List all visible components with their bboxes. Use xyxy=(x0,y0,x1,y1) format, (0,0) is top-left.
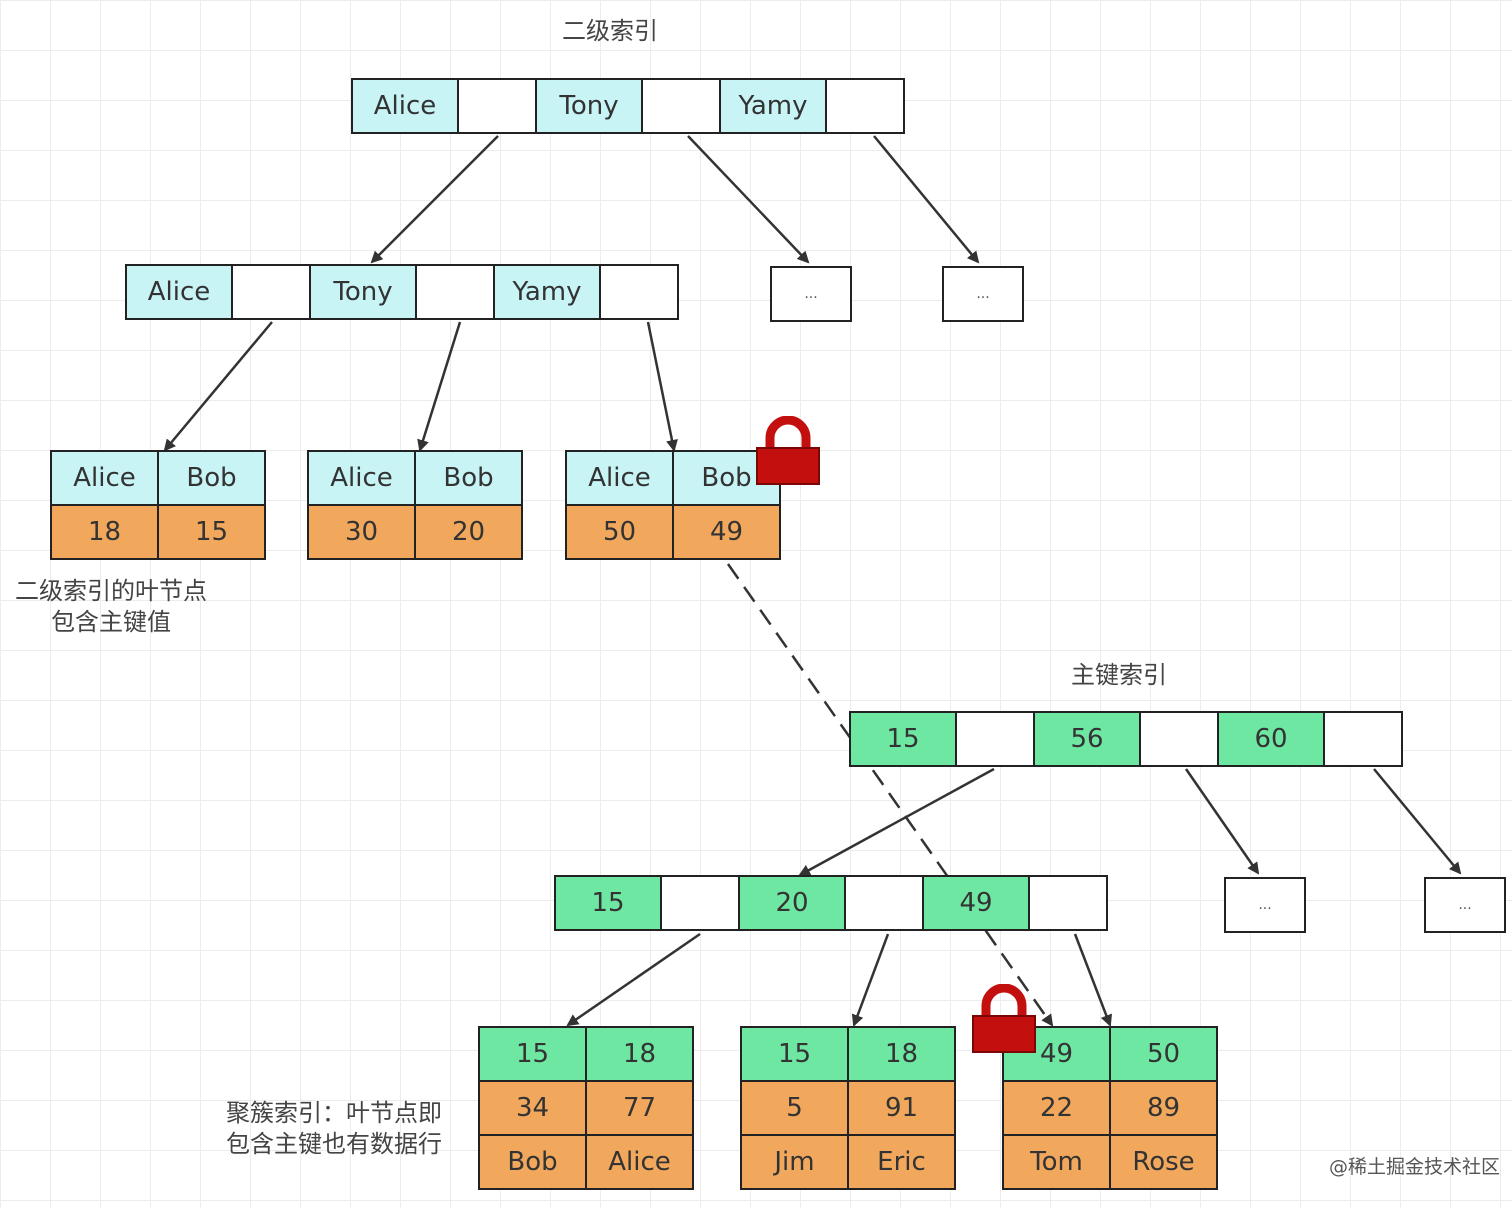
pri-l2-key-1: 15 xyxy=(554,875,662,931)
pri-leaf-key: 15 xyxy=(740,1026,849,1082)
sec-leaf-name: Alice xyxy=(565,450,674,506)
secondary-leaf-note: 二级索引的叶节点 包含主键值 xyxy=(6,576,216,638)
primary-note-line-1: 聚簇索引：叶节点即 xyxy=(226,1099,442,1127)
sec-leaf-1: Alice Bob 18 15 xyxy=(50,450,266,560)
arrow-pri-root-2 xyxy=(1184,768,1260,875)
secondary-level2-node: Alice Tony Yamy xyxy=(125,264,679,322)
sec-leaf-pk: 30 xyxy=(307,504,416,560)
pri-root-pointer xyxy=(955,711,1035,767)
sec-root-pointer xyxy=(641,78,721,134)
pri-leaf-name: Jim xyxy=(740,1134,849,1190)
secondary-note-line-1: 二级索引的叶节点 xyxy=(15,577,207,605)
pri-leaf-age: 5 xyxy=(740,1080,849,1136)
pri-root-key-1: 15 xyxy=(849,711,957,767)
pri-leaf-name: Alice xyxy=(585,1134,694,1190)
arrow-sec-l2-1 xyxy=(163,321,273,452)
pri-l2-pointer xyxy=(844,875,924,931)
primary-level2-node: 15 20 49 xyxy=(554,875,1108,933)
sec-leaf-name: Alice xyxy=(50,450,159,506)
sec-leaf-pk: 49 xyxy=(672,504,781,560)
arrow-sec-l2-3 xyxy=(646,321,678,452)
sec-leaf-name: Bob xyxy=(157,450,266,506)
arrow-lookup-dashed xyxy=(726,563,1054,1027)
sec-leaf-2: Alice Bob 30 20 xyxy=(307,450,523,560)
arrow-sec-root-3 xyxy=(873,135,980,264)
sec-l2-key-1: Alice xyxy=(125,264,233,320)
sec-leaf-pk: 50 xyxy=(565,504,674,560)
sec-leaf-name: Alice xyxy=(307,450,416,506)
secondary-root-node: Alice Tony Yamy xyxy=(351,78,905,136)
watermark: @稀土掘金技术社区 xyxy=(1328,1156,1500,1178)
pri-leaf-name: Eric xyxy=(847,1134,956,1190)
pri-leaf-age: 91 xyxy=(847,1080,956,1136)
pri-ellipsis-node-2: ... xyxy=(1424,877,1506,933)
sec-leaf-pk: 15 xyxy=(157,504,266,560)
sec-leaf-3: Alice Bob 50 49 xyxy=(565,450,781,560)
arrow-pri-l2-3 xyxy=(1073,933,1113,1027)
clustered-index-note: 聚簇索引：叶节点即 包含主键也有数据行 xyxy=(226,1098,466,1160)
sec-l2-key-2: Tony xyxy=(309,264,417,320)
arrow-sec-root-1 xyxy=(370,135,499,264)
pri-leaf-key: 18 xyxy=(585,1026,694,1082)
arrow-pri-l2-2 xyxy=(851,933,890,1027)
sec-ellipsis-node-1: ... xyxy=(770,266,852,322)
arrow-sec-root-2 xyxy=(687,135,810,264)
pri-leaf-name: Tom xyxy=(1002,1134,1111,1190)
sec-leaf-pk: 20 xyxy=(414,504,523,560)
pri-ellipsis-node-1: ... xyxy=(1224,877,1306,933)
pri-leaf-age: 89 xyxy=(1109,1080,1218,1136)
pri-root-pointer xyxy=(1139,711,1219,767)
arrow-sec-l2-2 xyxy=(417,321,462,452)
pri-leaf-age: 34 xyxy=(478,1080,587,1136)
pri-leaf-key: 18 xyxy=(847,1026,956,1082)
sec-root-key-1: Alice xyxy=(351,78,459,134)
sec-ellipsis-node-2: ... xyxy=(942,266,1024,322)
pri-root-key-2: 56 xyxy=(1033,711,1141,767)
sec-l2-pointer xyxy=(599,264,679,320)
pri-l2-key-3: 49 xyxy=(922,875,1030,931)
pri-leaf-key: 50 xyxy=(1109,1026,1218,1082)
arrow-pri-root-3 xyxy=(1373,768,1462,875)
lock-icon xyxy=(972,984,1036,1053)
sec-l2-key-3: Yamy xyxy=(493,264,601,320)
sec-root-key-2: Tony xyxy=(535,78,643,134)
pri-l2-pointer xyxy=(660,875,740,931)
sec-leaf-pk: 18 xyxy=(50,504,159,560)
pri-root-key-3: 60 xyxy=(1217,711,1325,767)
pri-leaf-name: Bob xyxy=(478,1134,587,1190)
sec-root-pointer xyxy=(457,78,537,134)
lock-icon xyxy=(756,416,820,485)
pri-l2-key-2: 20 xyxy=(738,875,846,931)
pri-leaf-key: 15 xyxy=(478,1026,587,1082)
sec-l2-pointer xyxy=(231,264,311,320)
primary-index-title: 主键索引 xyxy=(1071,661,1167,689)
arrow-pri-l2-1 xyxy=(566,932,701,1027)
secondary-note-line-2: 包含主键值 xyxy=(51,608,171,636)
primary-root-node: 15 56 60 xyxy=(849,711,1403,769)
pri-leaf-age: 22 xyxy=(1002,1080,1111,1136)
pri-l2-pointer xyxy=(1028,875,1108,931)
pri-leaf-name: Rose xyxy=(1109,1134,1218,1190)
primary-note-line-2: 包含主键也有数据行 xyxy=(226,1130,442,1158)
pri-leaf-age: 77 xyxy=(585,1080,694,1136)
pri-leaf-2: 15 18 5 91 Jim Eric xyxy=(740,1026,956,1190)
pri-leaf-3: 49 50 22 89 Tom Rose xyxy=(1002,1026,1218,1190)
arrow-pri-root-1 xyxy=(798,767,995,877)
sec-root-key-3: Yamy xyxy=(719,78,827,134)
sec-leaf-name: Bob xyxy=(414,450,523,506)
sec-root-pointer xyxy=(825,78,905,134)
pri-leaf-1: 15 18 34 77 Bob Alice xyxy=(478,1026,694,1190)
secondary-index-title: 二级索引 xyxy=(562,17,658,45)
sec-l2-pointer xyxy=(415,264,495,320)
pri-root-pointer xyxy=(1323,711,1403,767)
